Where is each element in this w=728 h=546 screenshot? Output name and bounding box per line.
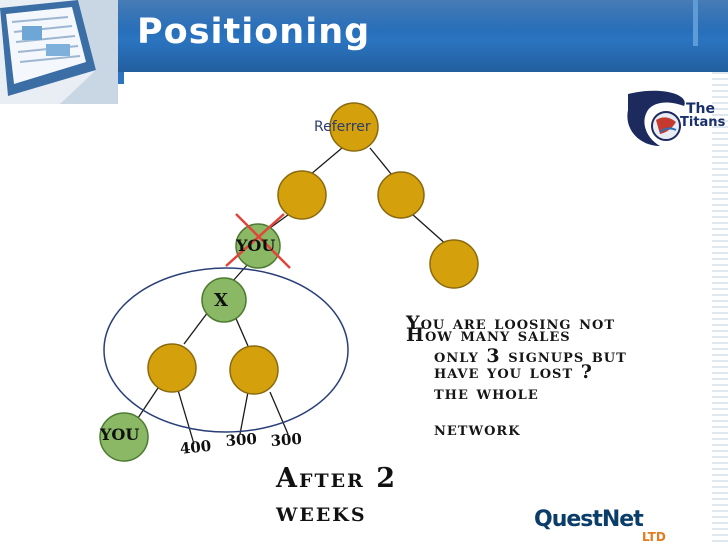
header-bar	[0, 0, 728, 72]
node-level3-right	[429, 239, 479, 289]
header-gloss	[100, 0, 728, 30]
removed-cross-mark	[225, 213, 291, 269]
edge-x-right	[233, 313, 249, 347]
node-referrer	[329, 102, 379, 152]
group-ellipse	[103, 267, 349, 433]
message-loosing-line-1: You are loosing not	[406, 312, 615, 334]
referrer-label: Referrer	[314, 119, 371, 135]
edge-you-x	[231, 263, 249, 283]
edge-left-you-bottom	[137, 387, 159, 419]
node-you-top	[235, 223, 281, 269]
you-top-label: YOU	[236, 236, 276, 255]
questnet-logo-suffix: LTD	[642, 530, 666, 544]
message-sales-line-1: How many sales	[406, 324, 571, 346]
titans-logo-text-1: The	[686, 101, 716, 117]
count-label-300-second: 300	[270, 429, 303, 450]
node-you-bottom	[99, 412, 149, 462]
edge-x-left	[183, 311, 209, 345]
message-loosing-line-2: only 3 signups but	[434, 345, 627, 367]
header-accent-strip	[118, 72, 124, 84]
edge-left-400	[177, 389, 195, 445]
count-label-400: 400	[179, 436, 213, 458]
slide-title: Positioning	[137, 12, 371, 52]
x-node-label: X	[214, 290, 228, 311]
edge-right-300b	[269, 391, 289, 435]
message-block: You are loosing not only 3 signups but t…	[406, 312, 706, 452]
message-loosing-line-3: the whole	[434, 382, 539, 404]
node-level2-left	[277, 170, 327, 220]
edge-right-child	[411, 213, 449, 247]
node-x-left-child	[147, 343, 197, 393]
after-weeks-line-1: After 2	[276, 463, 398, 494]
titans-logo-icon	[627, 90, 685, 146]
node-level2-right	[377, 171, 425, 219]
titans-logo-text-2: Titans	[680, 115, 726, 130]
node-x-right-child	[229, 345, 279, 395]
header-accent-line	[693, 0, 698, 46]
questnet-logo-text: QuestNet	[534, 507, 644, 532]
after-weeks-line-2: weeks	[276, 497, 367, 528]
right-stripes-decoration	[712, 72, 728, 546]
message-sales-line-2: have you lost ?	[434, 361, 593, 383]
count-label-300-first: 300	[225, 429, 258, 450]
message-loosing-line-4: network	[434, 418, 521, 440]
edge-right-300a	[239, 391, 249, 435]
monitor-decoration	[0, 0, 118, 104]
after-weeks-caption: After 2 weeks	[276, 462, 397, 530]
you-bottom-label: YOU	[100, 425, 140, 444]
node-x	[201, 277, 247, 323]
